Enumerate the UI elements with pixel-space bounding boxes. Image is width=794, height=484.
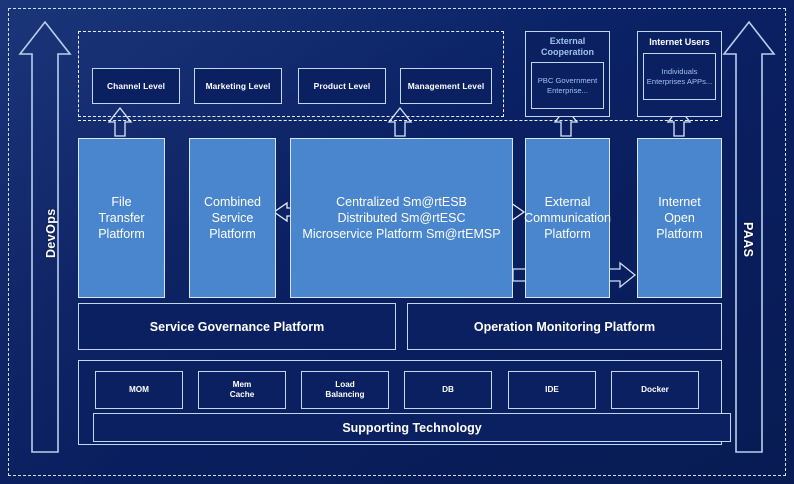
platform-combined-service[interactable]: Combined Service Platform	[189, 138, 276, 298]
platform-line: Combined	[204, 195, 261, 209]
tech-box-mem-cache[interactable]: Mem Cache	[198, 371, 286, 409]
platform-line: Distributed Sm@rtESC	[337, 211, 466, 225]
tech-box-load-balancing[interactable]: Load Balancing	[301, 371, 389, 409]
tech-label-line1: Load	[335, 379, 355, 389]
devops-label: DevOps	[44, 208, 58, 258]
platform-line: Microservice Platform Sm@rtEMSP	[302, 227, 501, 241]
platform-line: Communication	[524, 211, 611, 225]
supporting-technology-label: Supporting Technology	[342, 420, 482, 435]
external-cooperation-title: External Cooperation	[541, 36, 594, 57]
paas-label: PAAS	[741, 222, 755, 258]
tech-box-ide[interactable]: IDE	[508, 371, 596, 409]
internet-users-title: Internet Users	[649, 37, 710, 47]
external-cooperation-body: PBC Government Enterprise...	[531, 62, 604, 109]
external-cooperation-group[interactable]: External Cooperation PBC Government Ente…	[525, 31, 610, 117]
tech-label: Docker	[641, 384, 669, 394]
outer-dashed-frame	[8, 8, 786, 476]
bar-label: Operation Monitoring Platform	[473, 319, 656, 334]
platform-line: External	[544, 195, 591, 209]
levels-dashed-baseline	[78, 120, 718, 121]
tech-label: MOM	[128, 384, 149, 394]
level-label: Marketing Level	[205, 81, 271, 91]
platform-line: File	[111, 195, 132, 209]
platform-line: Transfer	[98, 211, 145, 225]
tech-box-mom[interactable]: MOM	[95, 371, 183, 409]
tech-label-line2: Balancing	[325, 390, 365, 399]
tech-box-docker[interactable]: Docker	[611, 371, 699, 409]
tech-box-db[interactable]: DB	[404, 371, 492, 409]
level-box-marketing[interactable]: Marketing Level	[194, 68, 282, 104]
platform-external-communication[interactable]: External Communication Platform	[524, 138, 611, 298]
internet-users-group[interactable]: Internet Users Individuals Enterprises A…	[637, 31, 722, 117]
bar-label: Service Governance Platform	[149, 319, 325, 334]
platform-line: Platform	[656, 227, 703, 241]
platform-line: Platform	[209, 227, 256, 241]
platform-line: Internet	[658, 195, 701, 209]
platform-line: Platform	[98, 227, 145, 241]
bar-service-governance[interactable]: Service Governance Platform	[78, 303, 396, 350]
platform-internet-open[interactable]: Internet Open Platform	[637, 138, 722, 298]
supporting-technology-bar[interactable]: Supporting Technology	[93, 413, 731, 442]
business-levels-container	[78, 31, 504, 117]
level-label: Product Level	[313, 81, 371, 91]
tech-label-line1: Mem	[232, 379, 252, 389]
internet-users-body: Individuals Enterprises APPs...	[643, 53, 716, 100]
level-box-management[interactable]: Management Level	[400, 68, 492, 104]
level-box-product[interactable]: Product Level	[298, 68, 386, 104]
bar-operation-monitoring[interactable]: Operation Monitoring Platform	[407, 303, 722, 350]
tech-label: IDE	[545, 384, 559, 394]
level-label: Channel Level	[106, 81, 166, 91]
platform-line: Service	[211, 211, 254, 225]
platform-line: Centralized Sm@rtESB	[336, 195, 467, 209]
platform-line: Platform	[544, 227, 591, 241]
tech-label-line2: Cache	[229, 390, 255, 399]
platform-line: Open	[664, 211, 695, 225]
platform-file-transfer[interactable]: File Transfer Platform	[78, 138, 165, 298]
level-box-channel[interactable]: Channel Level	[92, 68, 180, 104]
tech-label: DB	[442, 384, 454, 394]
level-label: Management Level	[407, 81, 485, 91]
platform-centralized-esb[interactable]: Centralized Sm@rtESB Distributed Sm@rtES…	[290, 138, 513, 298]
